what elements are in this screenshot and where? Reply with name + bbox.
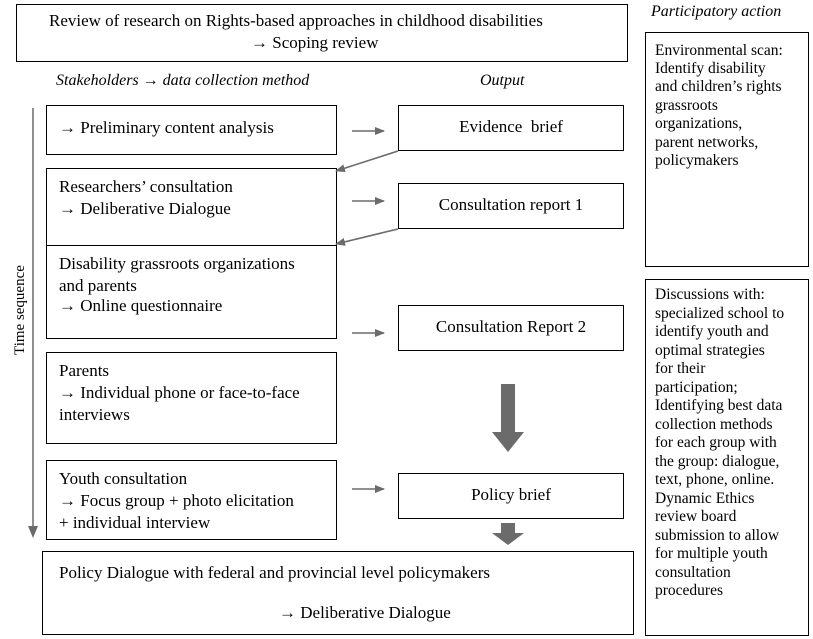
side-line: Discussions with: [655,286,765,303]
policy-dialogue-box: Policy Dialogue with federal and provinc… [42,551,634,635]
stage-line: → Deliberative Dialogue [59,199,231,218]
arrow-report1-to-grassroots [335,228,399,246]
side-line: the group: dialogue, [655,453,780,470]
side-line: Dynamic Ethics [655,490,755,507]
side-line: review board [655,508,737,525]
stakeholders-header: Stakeholders → data collection method [56,72,310,89]
arrow-evidence-to-researchers [335,150,399,173]
side-line: organizations, [655,115,743,132]
stage-line: interviews [59,405,130,424]
policy-dialogue-title: Policy Dialogue with federal and provinc… [59,563,491,582]
output-box-consultation-report-1: Consultation report 1 [398,183,624,229]
stage-line: → Individual phone or face-to-face [59,383,300,402]
side-line: text, phone, online. [655,471,775,488]
stage-line: Parents [59,361,110,380]
side-line: procedures [655,582,723,599]
participatory-action-header: Participatory action [651,3,782,20]
output-label: Evidence brief [459,117,563,136]
time-sequence-arrow [28,108,38,538]
side-line: for their [655,360,706,377]
small-down-arrow [492,523,524,545]
side-line: policymakers [655,152,739,169]
side-line: for each group with [655,434,777,451]
side-line: parent networks, [655,134,759,151]
side-line: grassroots [655,97,718,114]
stage-line: + individual interview [59,513,211,532]
side-line: Identifying best data [655,397,783,414]
environmental-scan-box: Environmental scan: Identify disability … [645,32,809,267]
scoping-review-box: Review of research on Rights-based appro… [16,4,628,62]
stage-line: → Preliminary content analysis [59,118,274,137]
side-line: and children’s rights [655,78,782,95]
side-line: submission to allow [655,527,780,544]
output-label: Policy brief [471,485,551,504]
side-line: specialized school to [655,305,785,322]
output-header: Output [480,72,525,89]
side-line: Environmental scan: [655,42,783,59]
stage-box-youth-consultation: Youth consultation → Focus group + photo… [46,460,337,540]
output-label: Consultation report 1 [438,195,584,214]
stage-line: → Online questionnaire [59,296,223,315]
stage-line: Disability grassroots organizations [59,254,295,273]
stage-box-parents-interviews: Parents → Individual phone or face-to-fa… [46,352,337,444]
side-line: optimal strategies [655,342,765,359]
stage-box-grassroots-parents: Disability grassroots organizations and … [46,245,337,339]
stage-box-preliminary-analysis: → Preliminary content analysis [46,105,337,155]
stage-line: Youth consultation [59,469,188,488]
side-line: consultation [655,564,731,581]
side-line: Identify disability [655,60,766,77]
scoping-review-method: → Scoping review [251,33,379,52]
stage-box-researchers-consultation: Researchers’ consultation → Deliberative… [46,168,337,246]
policy-dialogue-method: → Deliberative Dialogue [279,603,451,622]
stage-line: Researchers’ consultation [59,177,233,196]
side-line: identify youth and [655,323,769,340]
discussions-box: Discussions with: specialized school to … [645,279,809,636]
side-line: for multiple youth [655,545,768,562]
big-down-arrow [492,384,524,452]
side-line: collection methods [655,416,773,433]
scoping-review-title: Review of research on Rights-based appro… [49,11,543,30]
output-label: Consultation Report 2 [435,317,587,336]
stage-line: and parents [59,276,137,295]
output-box-consultation-report-2: Consultation Report 2 [398,305,624,351]
output-box-evidence-brief: Evidence brief [398,105,624,151]
output-box-policy-brief: Policy brief [398,473,624,519]
side-line: participation; [655,379,738,396]
stage-line: → Focus group + photo elicitation [59,491,294,510]
